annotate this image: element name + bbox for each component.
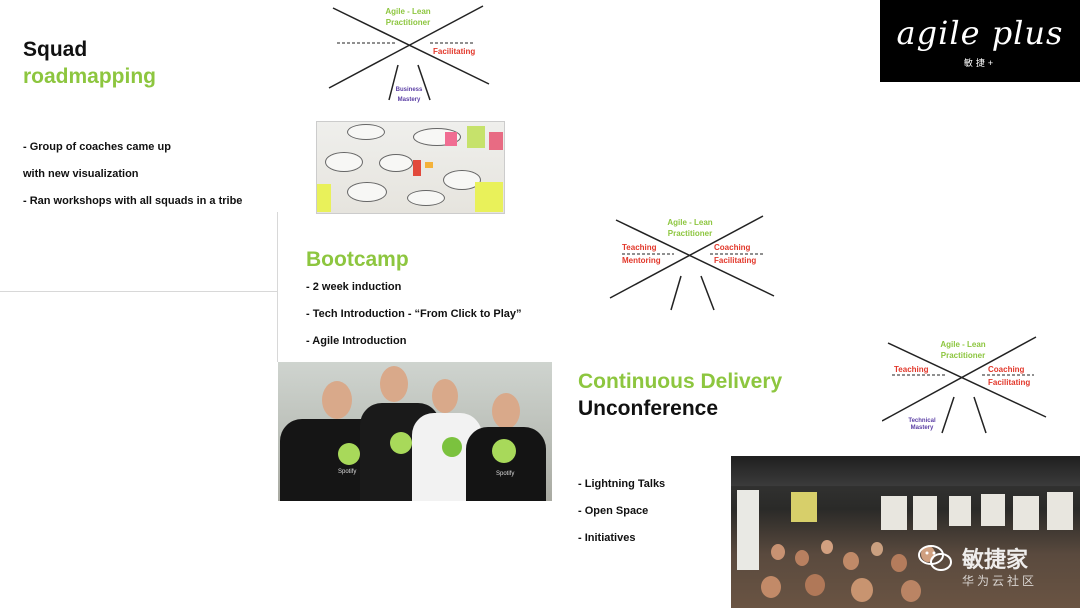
bootcamp-bullet-2: - Tech Introduction - “From Click to Pla…	[306, 308, 522, 320]
d3-left: Teaching	[894, 365, 929, 374]
squad-bullet-1: - Group of coaches came up	[23, 141, 171, 153]
d3-top-2: Practitioner	[941, 351, 985, 360]
shirt-label-1: Spotify	[338, 469, 357, 475]
d2-left-2: Mentoring	[622, 256, 661, 265]
d2-left-1: Teaching	[622, 243, 657, 252]
d1-right: Facilitating	[433, 47, 475, 56]
watermark-sub: 华为云社区	[962, 574, 1038, 588]
d2-top-1: Agile - Lean	[667, 218, 712, 227]
d3-right-1: Coaching	[988, 365, 1025, 374]
roadmap-whiteboard-photo	[316, 121, 505, 214]
divider-horizontal	[0, 291, 277, 292]
d2-top-2: Practitioner	[668, 229, 712, 238]
d2-right-2: Facilitating	[714, 256, 756, 265]
squad-bullet-2: with new visualization	[23, 168, 139, 180]
cd-bullet-1: - Lightning Talks	[578, 478, 666, 490]
d1-top-2: Practitioner	[386, 18, 430, 27]
cd-title: Continuous Delivery	[578, 370, 783, 393]
squad-title: Squad	[23, 38, 88, 61]
d3-bottom-2: Mastery	[911, 425, 934, 431]
d1-bottom-1: Business	[396, 87, 423, 93]
bootcamp-bullet-1: - 2 week induction	[306, 281, 402, 293]
bootcamp-title: Bootcamp	[306, 248, 409, 271]
cd-bullet-3: - Initiatives	[578, 532, 636, 544]
d3-top-1: Agile - Lean	[940, 340, 985, 349]
coach-diagram-3: Agile - Lean Practitioner Teaching Coach…	[882, 336, 1047, 434]
bootcamp-team-photo: Spotify Spotify	[278, 362, 552, 501]
squad-subtitle: roadmapping	[23, 65, 157, 88]
wechat-watermark: 敏捷家 华为云社区	[918, 540, 1068, 600]
d3-bottom-1: Technical	[908, 418, 936, 424]
wechat-icon	[918, 545, 952, 571]
d3-right-2: Facilitating	[988, 378, 1030, 387]
logo-script: agile plus	[896, 14, 1064, 52]
unconference-crowd-photo	[731, 456, 1080, 608]
divider-vertical	[277, 212, 278, 362]
d1-bottom-2: Mastery	[398, 97, 421, 103]
cd-subtitle: Unconference	[578, 397, 719, 420]
d1-top-1: Agile - Lean	[385, 7, 430, 16]
agile-plus-logo: agile plus 敏捷+	[880, 0, 1080, 82]
d2-right-1: Coaching	[714, 243, 751, 252]
watermark-main: 敏捷家	[962, 547, 1029, 572]
logo-cn: 敏捷+	[963, 58, 997, 68]
coach-diagram-1: Agile - Lean Practitioner Facilitating B…	[328, 5, 490, 103]
cd-bullet-2: - Open Space	[578, 505, 649, 517]
bootcamp-bullet-3: - Agile Introduction	[306, 335, 407, 347]
coach-diagram-2: Agile - Lean Practitioner Teaching Mento…	[609, 215, 775, 311]
shirt-label-2: Spotify	[496, 471, 515, 477]
squad-bullet-3: - Ran workshops with all squads in a tri…	[23, 195, 243, 207]
